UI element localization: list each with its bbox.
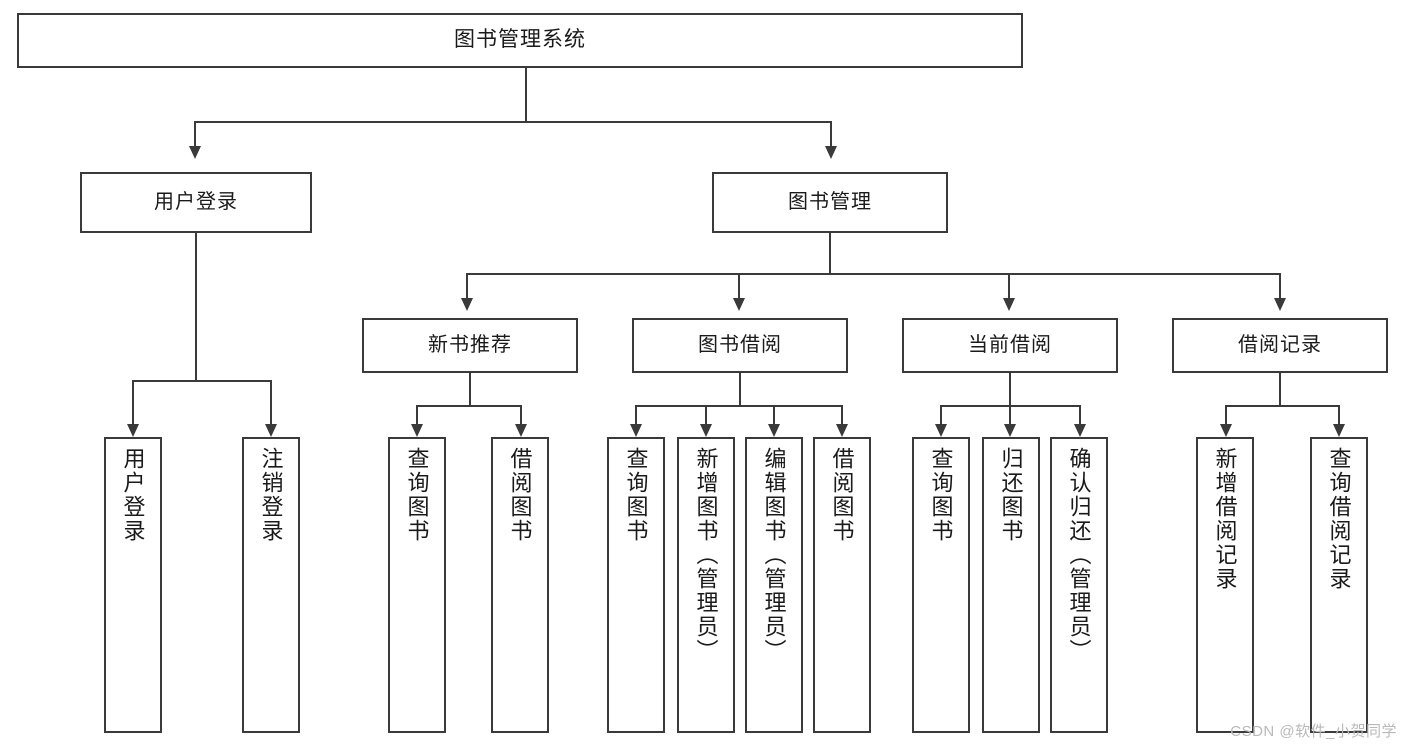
connector-book-borrow-c2 [705,405,707,424]
connector-to-new-book [466,273,468,298]
node-label: 新书推荐 [428,334,512,356]
leaf-query-borrow-record[interactable]: 查询借阅记录 [1310,437,1368,733]
connector-new-book-stem [469,373,471,405]
connector-new-book-bus [416,405,522,407]
arrowhead-leaf-query-record [1333,424,1345,437]
connector-borrow-record-c1 [1225,405,1227,424]
connector-book-borrow-stem [739,373,741,405]
leaf-add-borrow-record[interactable]: 新增借阅记录 [1196,437,1254,733]
arrowhead-leaf-query-book-1 [411,424,423,437]
node-label: 借阅图书 [829,447,855,543]
connector-borrow-record-bus [1225,405,1340,407]
leaf-add-book-admin[interactable]: 新增图书（管理员） [677,437,735,733]
connector-root-to-user-login [194,121,196,146]
leaf-return-book[interactable]: 归还图书 [982,437,1040,733]
connector-user-login-left [132,380,134,424]
arrowhead-leaf-edit-book [768,424,780,437]
connector-current-borrow-c3 [1079,405,1081,424]
arrowhead-new-book-recommend [461,298,473,311]
node-label: 借阅记录 [1238,334,1322,356]
connector-borrow-record-c2 [1338,405,1340,424]
node-book-borrow[interactable]: 图书借阅 [632,318,848,373]
node-label: 确认归还（管理员） [1066,447,1092,663]
node-user-login[interactable]: 用户登录 [80,172,312,233]
arrowhead-current-borrow [1003,298,1015,311]
connector-user-login-bus [132,380,272,382]
connector-book-borrow-c4 [841,405,843,424]
connector-book-manage-stem [829,233,831,273]
node-label: 图书管理 [788,191,872,213]
connector-book-borrow-c1 [635,405,637,424]
connector-root-bus [194,121,832,123]
node-label: 注销登录 [258,447,284,543]
leaf-confirm-return-admin[interactable]: 确认归还（管理员） [1050,437,1108,733]
connector-current-borrow-c2 [1009,405,1011,424]
node-label: 用户登录 [154,191,238,213]
node-book-management[interactable]: 图书管理 [712,172,948,233]
connector-current-borrow-c1 [940,405,942,424]
arrowhead-leaf-add-record [1220,424,1232,437]
node-label: 查询图书 [404,447,430,543]
connector-level2-bus [466,273,1281,275]
leaf-logout[interactable]: 注销登录 [242,437,300,733]
connector-to-borrow-record [1279,273,1281,298]
leaf-query-book-current[interactable]: 查询图书 [912,437,970,733]
connector-root-stem [525,68,527,121]
connector-root-to-book-manage [830,121,832,146]
leaf-user-login[interactable]: 用户登录 [104,437,162,733]
connector-user-login-stem [195,233,197,380]
node-label: 查询图书 [928,447,954,543]
connector-current-borrow-stem [1009,373,1011,405]
leaf-borrow-book-recommend[interactable]: 借阅图书 [491,437,549,733]
node-label: 图书管理系统 [454,28,586,52]
leaf-query-book-recommend[interactable]: 查询图书 [388,437,446,733]
node-label: 归还图书 [998,447,1024,543]
connector-to-current-borrow [1008,273,1010,298]
arrowhead-leaf-return-book [1004,424,1016,437]
leaf-borrow-book[interactable]: 借阅图书 [813,437,871,733]
node-label: 图书借阅 [698,334,782,356]
node-label: 查询图书 [623,447,649,543]
connector-user-login-right [270,380,272,424]
node-label: 当前借阅 [968,334,1052,356]
arrowhead-leaf-borrow-book-2 [836,424,848,437]
arrowhead-book-borrow [733,298,745,311]
arrowhead-leaf-query-book-3 [935,424,947,437]
connector-new-book-c1 [416,405,418,424]
node-current-borrow[interactable]: 当前借阅 [902,318,1118,373]
node-label: 新增借阅记录 [1212,447,1238,591]
node-label: 新增图书（管理员） [693,447,719,663]
node-label: 用户登录 [120,447,146,543]
connector-borrow-record-stem [1279,373,1281,405]
connector-book-borrow-bus [635,405,843,407]
arrowhead-leaf-borrow-book-1 [515,424,527,437]
arrowhead-leaf-logout [265,424,277,437]
leaf-edit-book-admin[interactable]: 编辑图书（管理员） [745,437,803,733]
connector-book-borrow-c3 [773,405,775,424]
arrowhead-leaf-user-login [127,424,139,437]
node-new-book-recommend[interactable]: 新书推荐 [362,318,578,373]
leaf-query-book-borrow[interactable]: 查询图书 [607,437,665,733]
node-label: 查询借阅记录 [1326,447,1352,591]
arrowhead-user-login [189,146,201,159]
arrowhead-leaf-add-book [700,424,712,437]
arrowhead-leaf-query-book-2 [630,424,642,437]
node-label: 编辑图书（管理员） [761,447,787,663]
connector-new-book-c2 [520,405,522,424]
node-label: 借阅图书 [507,447,533,543]
node-borrow-record[interactable]: 借阅记录 [1172,318,1388,373]
arrowhead-leaf-confirm-return [1074,424,1086,437]
connector-to-book-borrow [738,273,740,298]
csdn-watermark: CSDN @软件_小贺同学 [1230,723,1397,740]
node-root-system[interactable]: 图书管理系统 [17,13,1023,68]
arrowhead-borrow-record [1274,298,1286,311]
arrowhead-book-manage [825,146,837,159]
